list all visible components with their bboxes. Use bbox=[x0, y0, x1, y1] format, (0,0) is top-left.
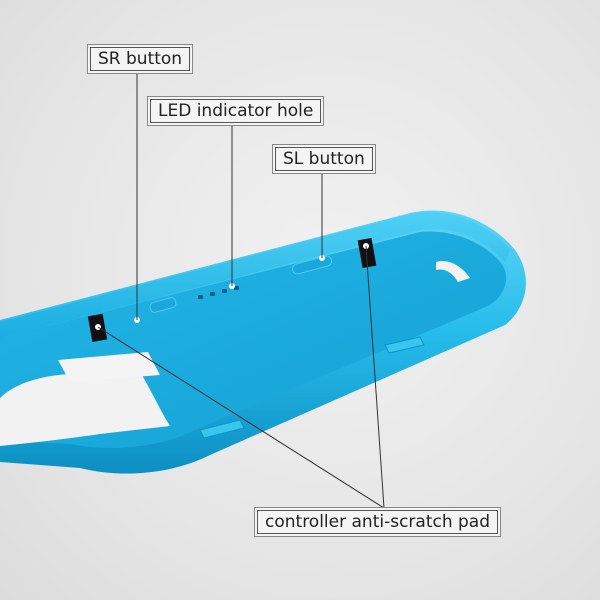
case-cutout-inner bbox=[58, 352, 160, 382]
anti-scratch-pad-label: controller anti-scratch pad bbox=[257, 510, 499, 534]
anti-scratch-pad-right bbox=[357, 237, 377, 269]
leader-pad-left bbox=[97, 326, 385, 509]
side-button-left bbox=[199, 419, 245, 439]
case-rim bbox=[0, 212, 510, 338]
sr-button-label: SR button bbox=[90, 47, 191, 71]
leader-pad-right bbox=[365, 245, 385, 509]
side-button-right bbox=[384, 336, 425, 354]
led-holes bbox=[198, 286, 239, 299]
sl-button-label: SL button bbox=[275, 147, 373, 171]
case-end-slot bbox=[436, 260, 470, 282]
led-indicator-hole-label: LED indicator hole bbox=[150, 99, 322, 123]
case-cutout bbox=[0, 372, 170, 446]
sr-button-slot bbox=[149, 297, 177, 313]
